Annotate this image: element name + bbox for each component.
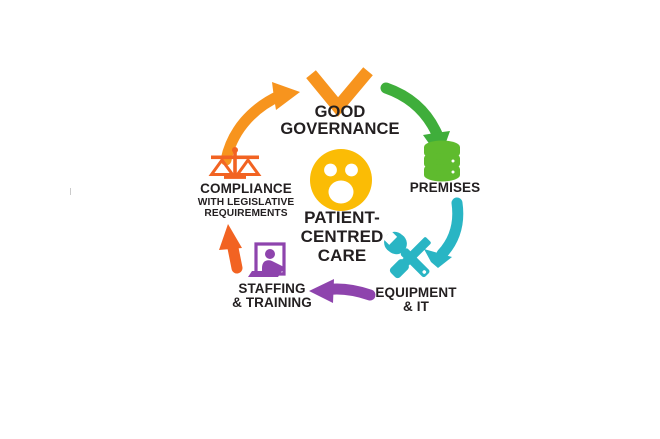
patient-face-icon <box>310 149 372 211</box>
node-label-premises: PREMISES <box>409 180 481 195</box>
node-label-staffing-and-training: STAFFING & TRAINING <box>232 281 312 311</box>
node-label-equipment-and-it: EQUIPMENT & IT <box>375 285 457 315</box>
center-label-patient-centred-care: PATIENT- CENTRED CARE <box>300 208 384 266</box>
scales-of-justice-icon <box>208 147 262 179</box>
arrow-premises-to-equipment-icon <box>424 197 464 268</box>
node-sublabel-compliance: WITH LEGISLATIVE REQUIREMENTS <box>197 197 295 220</box>
database-stack-icon <box>424 140 460 182</box>
arrow-staffing-to-compliance-icon <box>219 224 243 274</box>
scan-artifact-mark <box>70 188 71 195</box>
training-person-icon <box>248 242 286 277</box>
node-label-compliance: COMPLIANCE <box>200 181 292 196</box>
node-label-good-governance: GOOD GOVERNANCE <box>280 103 400 139</box>
